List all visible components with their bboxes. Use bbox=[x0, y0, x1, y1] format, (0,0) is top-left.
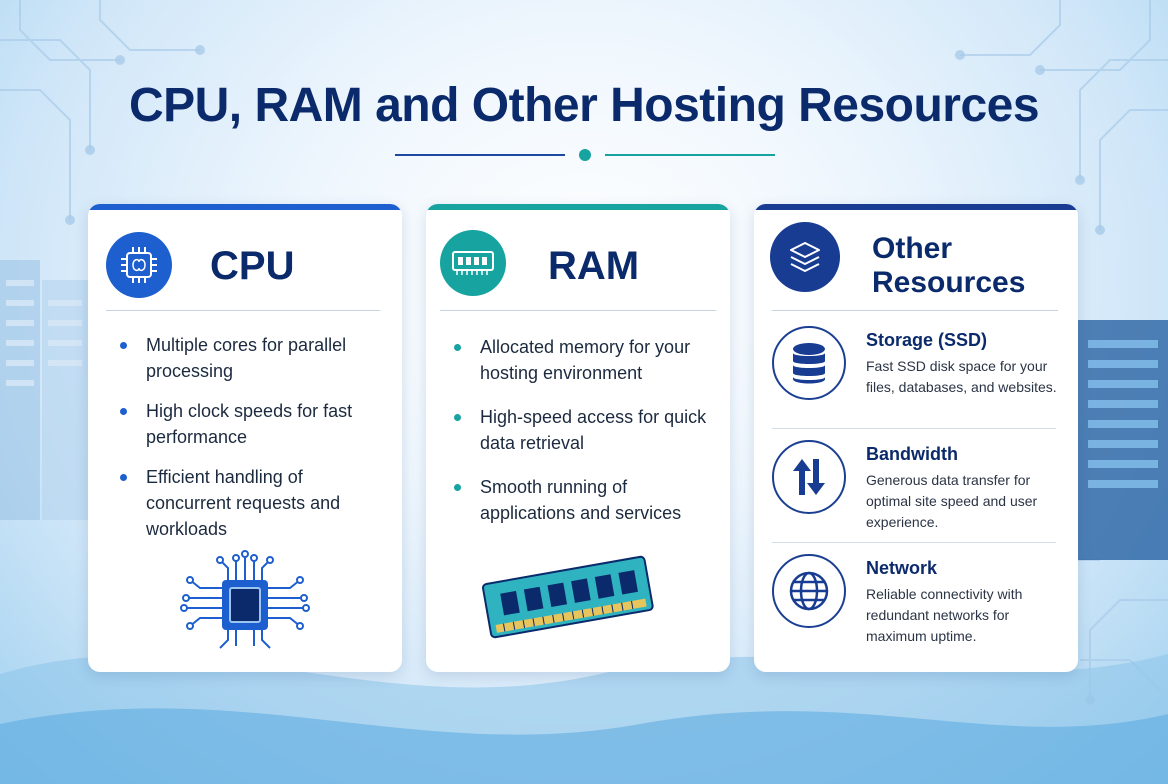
resource-separator bbox=[772, 542, 1056, 543]
storage-description: Fast SSD disk space for your files, data… bbox=[866, 358, 1057, 395]
cpu-card: CPU Multiple cores for parallel processi… bbox=[88, 204, 402, 672]
list-item: Efficient handling of concurrent request… bbox=[120, 464, 380, 542]
bandwidth-title: Bandwidth bbox=[866, 444, 958, 464]
cpu-card-title: CPU bbox=[210, 244, 295, 288]
other-resources-card: Other Resources Storage (SSD) Fast SSD d… bbox=[754, 204, 1078, 672]
ram-bullet-list: Allocated memory for your hosting enviro… bbox=[454, 334, 714, 526]
globe-icon bbox=[772, 554, 846, 628]
wave-background bbox=[0, 654, 1168, 784]
ram-module-icon bbox=[440, 230, 506, 296]
other-card-title-line2: Resources bbox=[872, 266, 1026, 299]
list-item: High-speed access for quick data retriev… bbox=[454, 404, 714, 456]
storage-title: Storage (SSD) bbox=[866, 330, 988, 350]
cpu-card-divider bbox=[106, 310, 380, 311]
layers-icon bbox=[770, 222, 840, 292]
up-down-arrows-icon bbox=[772, 440, 846, 514]
list-item: Smooth running of applications and servi… bbox=[454, 474, 714, 526]
list-item: High clock speeds for fast performance bbox=[120, 398, 380, 450]
network-title: Network bbox=[866, 558, 938, 578]
bandwidth-item: Bandwidth Generous data transfer for opt… bbox=[772, 440, 1062, 540]
page-title: CPU, RAM and Other Hosting Resources bbox=[128, 79, 1040, 132]
ram-card: RAM Allocated memory for your hosting en… bbox=[426, 204, 730, 672]
list-item: Multiple cores for parallel processing bbox=[120, 332, 380, 384]
ram-stick-icon bbox=[482, 555, 654, 639]
cpu-bullet-list: Multiple cores for parallel processing H… bbox=[120, 332, 380, 542]
network-item: Network Reliable connectivity with redun… bbox=[772, 554, 1062, 654]
ram-card-title: RAM bbox=[548, 244, 640, 288]
cpu-card-accent-bar bbox=[88, 204, 402, 210]
storage-item: Storage (SSD) Fast SSD disk space for yo… bbox=[772, 326, 1062, 426]
cpu-chip-icon bbox=[180, 550, 310, 649]
list-item: Allocated memory for your hosting enviro… bbox=[454, 334, 714, 386]
title-divider bbox=[395, 149, 775, 161]
cpu-brain-chip-icon bbox=[106, 232, 172, 298]
database-icon bbox=[772, 326, 846, 400]
ram-card-divider bbox=[440, 310, 716, 311]
bandwidth-description: Generous data transfer for optimal site … bbox=[866, 472, 1038, 530]
network-description: Reliable connectivity with redundant net… bbox=[866, 586, 1023, 644]
resource-separator bbox=[772, 428, 1056, 429]
other-card-accent-bar bbox=[754, 204, 1078, 210]
other-card-divider bbox=[772, 310, 1058, 311]
server-rack-right-illustration bbox=[1078, 320, 1168, 560]
server-rack-left-illustration bbox=[0, 260, 88, 520]
other-card-title: Other Resources bbox=[872, 232, 1025, 300]
ram-card-accent-bar bbox=[426, 204, 730, 210]
other-card-title-line1: Other bbox=[872, 232, 953, 265]
